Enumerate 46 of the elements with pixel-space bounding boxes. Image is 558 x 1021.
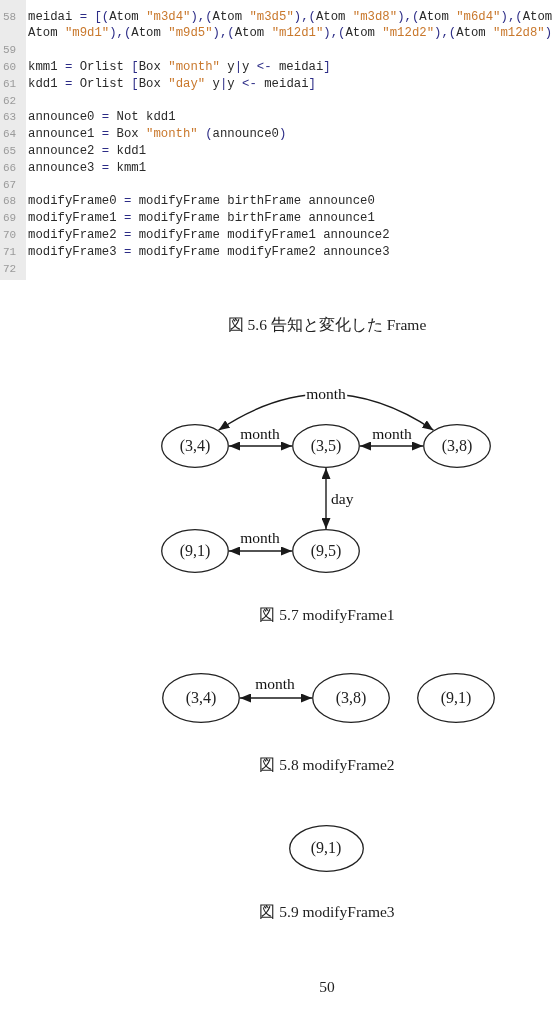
line-number: 69: [3, 212, 17, 226]
page-number: 50: [319, 978, 335, 996]
code-line: announce3 = kmm1: [28, 160, 147, 176]
double-arrow: [239, 693, 313, 703]
node-ellipse: (3,5): [292, 424, 360, 468]
line-number: 62: [3, 94, 17, 108]
line-number: 66: [3, 161, 17, 175]
node-ellipse: (9,1): [417, 673, 495, 723]
node-ellipse: (3,4): [162, 673, 240, 723]
code-line: announce2 = kdd1: [28, 143, 147, 159]
line-number: 60: [3, 60, 17, 74]
double-arrow: [359, 441, 424, 451]
figure-caption: 図 5.8 modifyFrame2: [259, 756, 395, 774]
code-line: announce1 = Box "month" (announce0): [28, 127, 287, 143]
code-line: modifyFrame1 = modifyFrame birthFrame announce1: [28, 211, 375, 227]
line-number: 61: [3, 77, 17, 91]
double-arrow: [228, 546, 293, 556]
line-number: 67: [3, 178, 17, 192]
code-line: modifyFrame3 = modifyFrame modifyFrame2 announce3: [28, 244, 390, 260]
node-ellipse: (3,8): [312, 673, 390, 723]
code-line: Atom "m9d1"),(Atom "m9d5"),(Atom "m12d1"),(Atom "m12d2"),(Atom "m12d8"): [28, 26, 553, 42]
code-line: modifyFrame2 = modifyFrame modifyFrame1 announce2: [28, 227, 390, 243]
code-line: meidai = [(Atom "m3d4"),(Atom "m3d5"),(Atom "m3d8"),(Atom "m6d4"),(Atom: [28, 9, 553, 25]
figure-caption: 図 5.9 modifyFrame3: [259, 903, 395, 921]
node-ellipse: (9,5): [292, 529, 360, 573]
node-ellipse: (3,4): [161, 424, 229, 468]
code-line: modifyFrame0 = modifyFrame birthFrame announce0: [28, 194, 375, 210]
node-ellipse: (9,1): [161, 529, 229, 573]
line-number: 64: [3, 128, 17, 142]
line-number: 70: [3, 228, 17, 242]
node-ellipse: (3,8): [423, 424, 491, 468]
double-arrow: [321, 467, 331, 530]
line-number: 65: [3, 144, 17, 158]
code-line: kdd1 = Orlist [Box "day" y|y <- meidai]: [28, 76, 316, 92]
code-line: kmm1 = Orlist [Box "month" y|y <- meidai]: [28, 59, 331, 75]
line-number: 68: [3, 195, 17, 209]
node-ellipse: (9,1): [288, 824, 364, 872]
line-number: 72: [3, 262, 17, 276]
double-arrow: [228, 441, 293, 451]
code-line: announce0 = Not kdd1: [28, 110, 176, 126]
line-number: 71: [3, 245, 17, 259]
line-number: 63: [3, 111, 17, 125]
line-number: 59: [3, 44, 17, 58]
line-number: 58: [3, 10, 17, 24]
figure-caption: 図 5.7 modifyFrame1: [259, 606, 395, 624]
figure-caption: 図 5.6 告知と変化した Frame: [227, 316, 427, 334]
